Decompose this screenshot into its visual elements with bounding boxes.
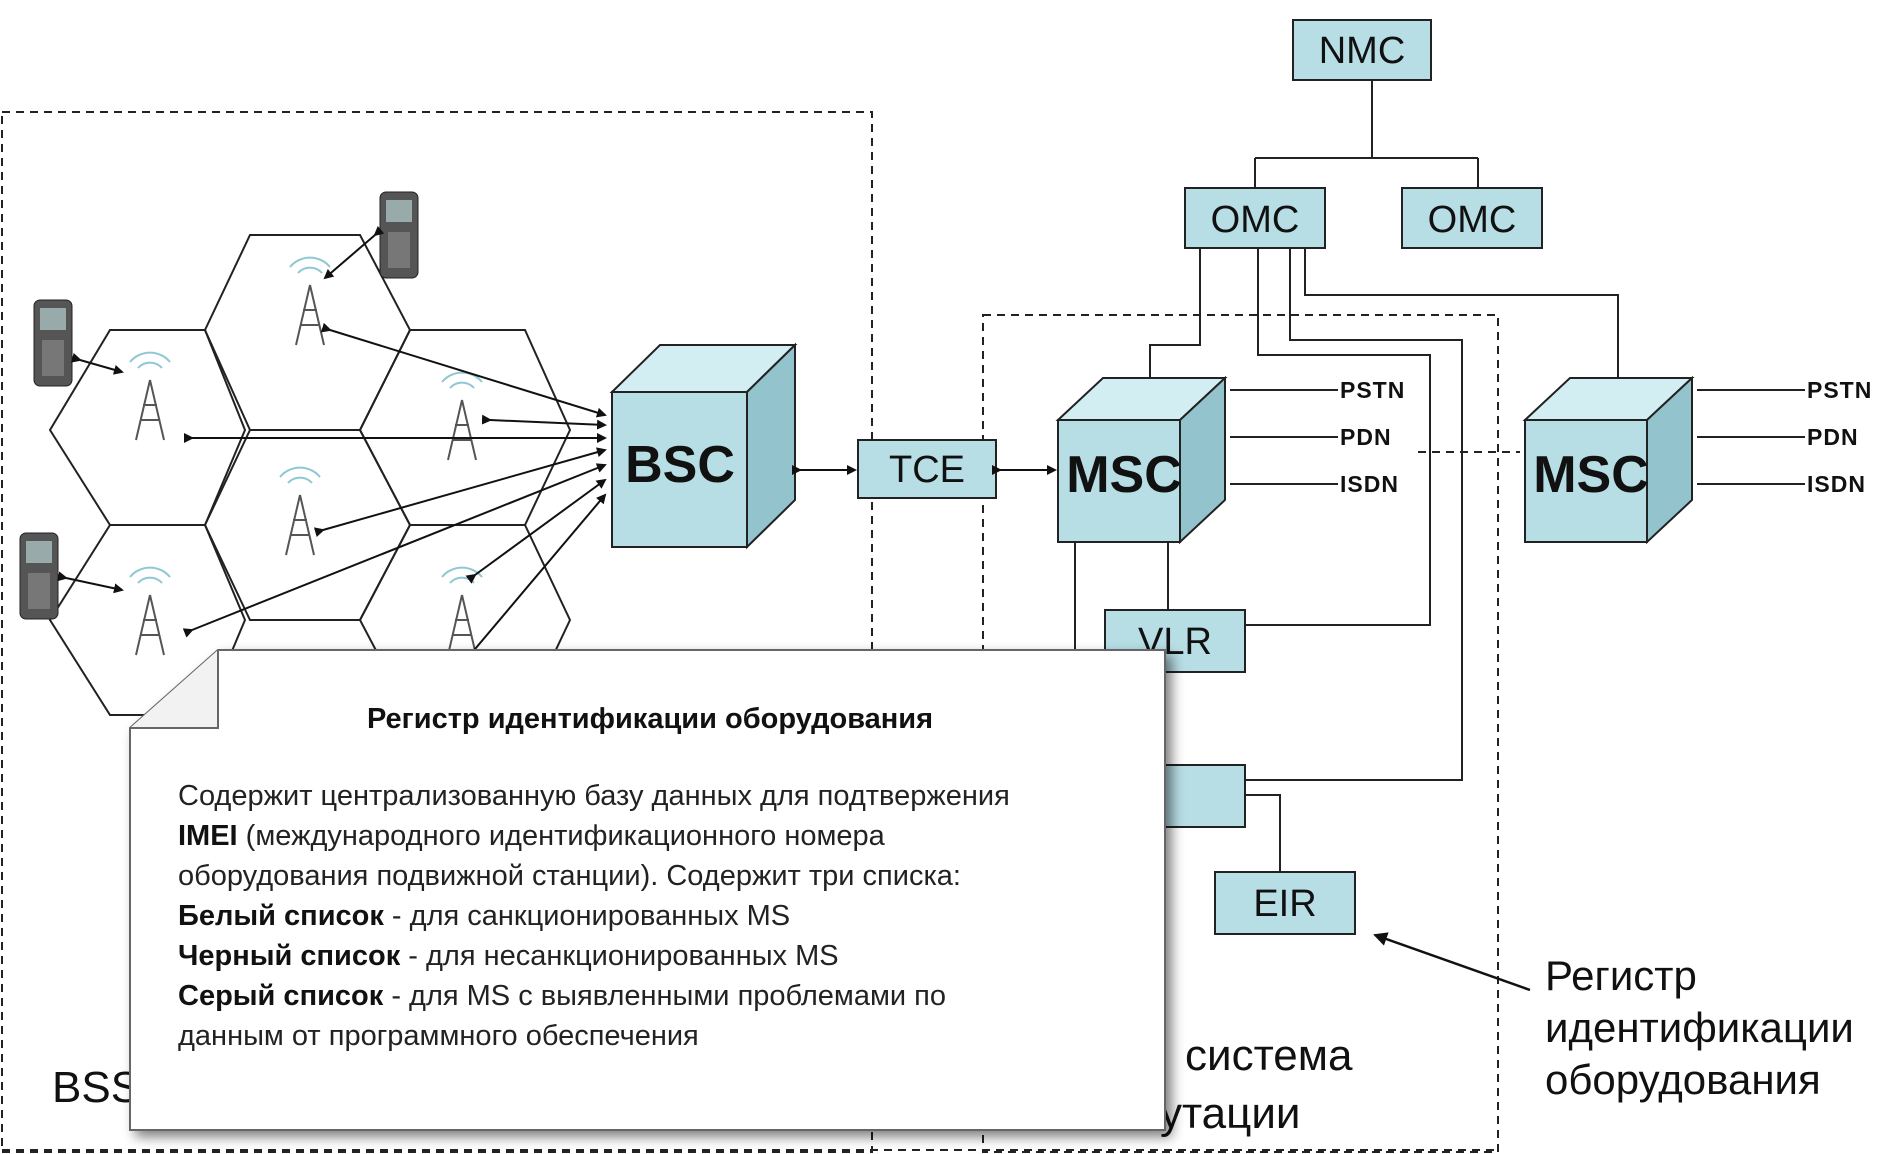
tce-label: TCE	[889, 449, 965, 491]
switching-region-label-2: утации	[1160, 1089, 1301, 1138]
bss-region	[1, 111, 873, 1153]
msc-remote-ports: PSTN PDN ISDN	[1697, 377, 1872, 497]
port-pstn: PSTN	[1340, 377, 1405, 403]
callout-line-3: оборудования	[1545, 1056, 1821, 1103]
antenna-icon	[289, 256, 331, 346]
omc-left-label: OMC	[1211, 199, 1300, 241]
tooltip-title: Регистр идентификации оборудования	[367, 703, 933, 735]
antenna-icon	[441, 566, 483, 656]
callout-arrow	[1373, 932, 1531, 992]
eir-tooltip-card	[129, 649, 1166, 1131]
omc-right-label: OMC	[1428, 199, 1517, 241]
cell-hex	[203, 234, 412, 431]
bsc-label: BSC	[625, 436, 735, 494]
antenna-icon	[129, 566, 171, 656]
msc-main-ports: PSTN PDN ISDN	[1230, 377, 1405, 497]
antenna-icon	[279, 466, 321, 556]
phone-links	[57, 225, 385, 594]
cell-hex	[48, 329, 247, 526]
omc-left-node: OMC	[1184, 187, 1326, 249]
tooltip-line-7: данным от программного обеспечения	[178, 1020, 699, 1052]
mobile-phone-icon	[19, 532, 59, 620]
antenna-icon	[129, 351, 171, 441]
nmc-node: NMC	[1292, 19, 1432, 81]
port-isdn: ISDN	[1340, 471, 1399, 497]
msc-remote-label: MSC	[1533, 446, 1649, 504]
tce-node: TCE	[857, 439, 997, 499]
tooltip-line-2: IMEI (международного идентификационного …	[178, 820, 886, 852]
mobile-phone-icon	[379, 191, 419, 279]
callout-line-2: идентификации	[1545, 1004, 1854, 1051]
port-pstn: PSTN	[1807, 377, 1872, 403]
msc-main-node: MSC	[1055, 375, 1228, 545]
antennas	[129, 256, 483, 656]
tooltip-black-list: Черный список - для несанкционированных …	[178, 940, 839, 972]
phones	[19, 191, 419, 620]
port-pdn: PDN	[1807, 424, 1859, 450]
omc-management-lines	[1149, 248, 1619, 781]
hlr-eir-line	[1245, 794, 1281, 872]
tooltip-white-list: Белый список - для санкционированных MS	[178, 900, 790, 932]
cell-hex	[358, 329, 572, 526]
bsc-node: BSC	[609, 342, 798, 550]
omc-right-node: OMC	[1401, 187, 1543, 249]
port-isdn: ISDN	[1807, 471, 1866, 497]
eir-node: EIR	[1214, 871, 1356, 935]
cell-grid	[48, 234, 572, 716]
eir-label: EIR	[1253, 883, 1316, 925]
tooltip-line-3: оборудования подвижной станции). Содержи…	[178, 860, 961, 892]
tooltip-line-1: Содержит централизованную базу данных дл…	[178, 780, 1010, 812]
bss-region-label: BSS	[52, 1063, 140, 1112]
switching-region-label-1: система	[1185, 1031, 1353, 1080]
omc-tree-lines	[1254, 80, 1479, 188]
antenna-icon	[441, 371, 483, 461]
nmc-label: NMC	[1319, 30, 1406, 72]
msc-main-label: MSC	[1066, 446, 1182, 504]
mobile-phone-icon	[33, 299, 73, 387]
msc-remote-node: MSC	[1522, 375, 1695, 545]
port-pdn: PDN	[1340, 424, 1392, 450]
bts-bsc-links	[182, 322, 607, 665]
tooltip-gray-list: Серый список - для MS с выявленными проб…	[178, 980, 946, 1012]
callout-line-1: Регистр	[1545, 952, 1697, 999]
